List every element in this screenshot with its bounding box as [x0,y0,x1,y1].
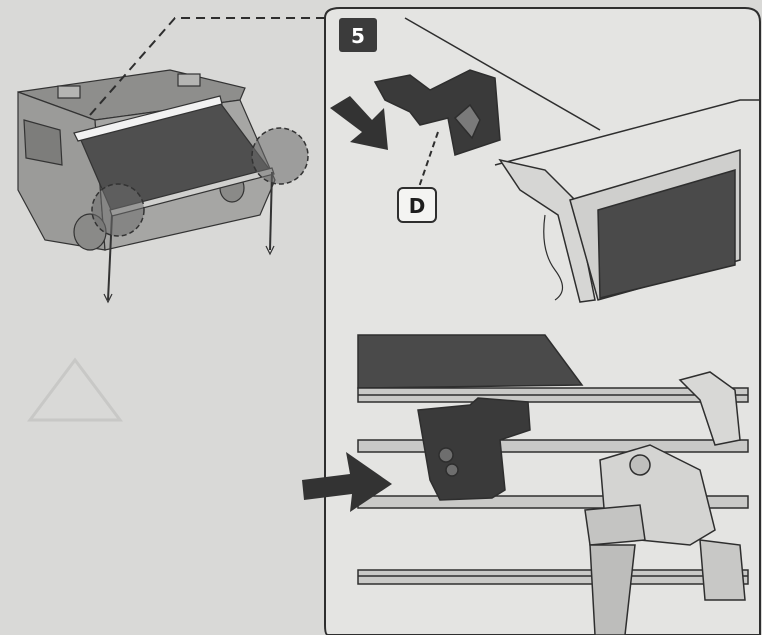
insert-arrow-bottom [302,452,392,512]
detail-circle-right [251,127,309,185]
callout-label: D [409,194,426,218]
cassette-edge [494,99,760,166]
rail [357,439,749,453]
fabric-wedge [357,334,584,389]
callout-leader [417,131,439,191]
ghost-warning-triangle [27,357,123,422]
hinge-link [584,504,646,546]
top-detail [373,17,760,303]
roof-vent [57,85,81,99]
cassette-edge [404,17,601,131]
leg-arrow [103,293,113,304]
leg-top [589,544,636,635]
leader-line [89,17,330,116]
callout-box [397,187,437,223]
rail-bracket [678,371,741,446]
cord [543,214,564,301]
clip-detail [453,103,481,140]
insert-arrow-top [330,96,388,150]
detail-circle-left [91,183,145,237]
clip-knob [445,463,459,477]
van-window [23,119,63,166]
end-cap [498,158,596,303]
clip-knob [438,447,454,463]
awning-fabric-roll [597,168,736,299]
support-leg [269,171,273,251]
rail [357,569,749,585]
leg-arrow [265,245,275,256]
rail-clip [417,397,531,501]
hinge-bolt [629,454,651,476]
side-bracket [699,539,746,601]
step-badge [339,18,377,52]
roof-vent [177,73,201,87]
step-number: 5 [351,24,365,48]
awning-cassette [73,95,223,142]
bottom-detail [357,334,749,635]
